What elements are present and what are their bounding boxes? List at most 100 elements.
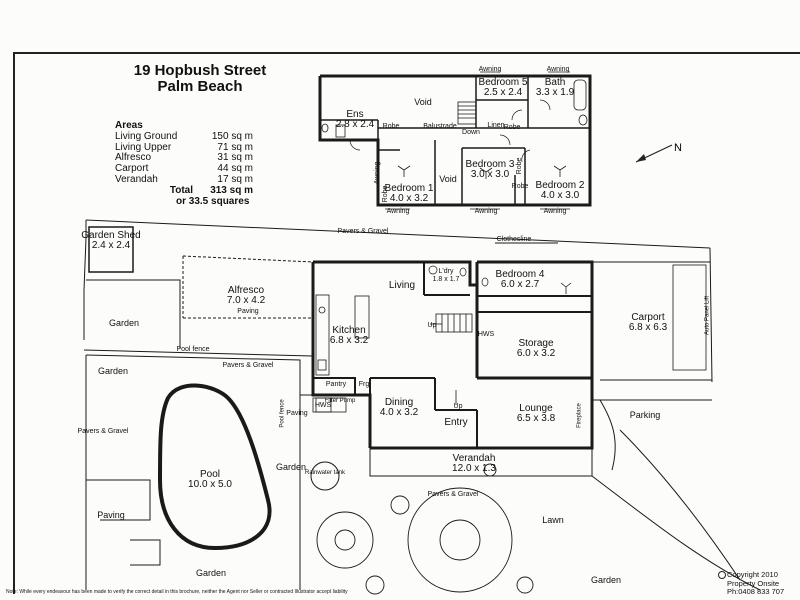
pavers-gravel-label: Pavers & Gravel [427, 491, 479, 498]
auto-panel-lift-label: Auto Panel Lift [704, 295, 711, 336]
up-label: Up [427, 322, 437, 329]
area-value: 71 sq m [217, 141, 253, 153]
garden-label: Garden [195, 568, 227, 578]
living-label: Living [388, 280, 416, 291]
alfresco-outline [182, 255, 314, 319]
areas-heading: Areas [115, 120, 143, 131]
robe-label: Robe [382, 123, 400, 130]
address-street: 19 Hopbush Street [133, 62, 267, 79]
garden-label: Garden [275, 462, 307, 472]
copyright-block: Copyright 2010 Property Onsite Ph:0408 8… [727, 570, 784, 597]
kitchen-bench [315, 294, 370, 376]
rainwater-tank-label: Rainwater tank [304, 470, 346, 476]
property-boundary [83, 219, 713, 383]
house-inner-walls [313, 262, 592, 448]
rainwater-tank [310, 461, 340, 491]
upper-floor-inner-walls [320, 76, 590, 205]
linen-label: Linen [487, 122, 505, 129]
company-name: Property Onsite [727, 578, 780, 588]
ceiling-fans-upper [397, 165, 567, 179]
areas-row: Living Upper 71 sq m [115, 141, 253, 154]
page-border [13, 52, 800, 594]
garden-shed-outline [88, 226, 134, 273]
upper-stair [457, 101, 477, 125]
paving-label: Paving [286, 410, 308, 417]
area-name: Living Ground [115, 130, 178, 142]
awning-label: Awning [543, 208, 567, 215]
down-label: Down [462, 129, 480, 136]
paving-label: Paving [97, 510, 125, 520]
copyright-icon [718, 571, 726, 579]
pavers-gravel-label: Pavers & Gravel [77, 428, 129, 435]
area-name: Living Upper [115, 141, 172, 153]
north-arrow-icon: N [635, 142, 682, 163]
copyright-text: Copyright 2010 [727, 570, 778, 579]
trees [316, 463, 534, 595]
robe-label: Robe [516, 157, 523, 175]
total-value: 313 sq m [210, 184, 253, 196]
lawn-label: Lawn [542, 515, 564, 525]
verandah-outline [369, 447, 593, 477]
hws-label: HWS [314, 402, 332, 409]
robe-label: Robe [511, 183, 529, 190]
north-label: N [674, 142, 682, 154]
bath-fixtures [321, 79, 588, 138]
ceiling-fan-bedroom4 [560, 282, 572, 294]
void-label: Void [439, 174, 457, 184]
carport-outline [592, 261, 710, 371]
garden-beds [86, 279, 181, 566]
driveway-lines [591, 399, 761, 591]
pool-shape [157, 383, 272, 551]
hws-box [312, 397, 332, 413]
awning-label: Awning [546, 66, 570, 73]
address-suburb: Palm Beach [157, 78, 243, 95]
disclaimer-note: Note: While every endeavour has been mad… [6, 589, 348, 595]
entry-label: Entry [444, 417, 468, 428]
clothesline-label: Clothesline [496, 236, 532, 243]
pool-fence-label: Pool fence [176, 346, 210, 353]
area-value: 44 sq m [217, 163, 253, 175]
pool-fence [83, 349, 313, 590]
fridge-label: Frg [358, 381, 370, 388]
upper-doors [349, 99, 551, 163]
awning-label: Awning [374, 161, 381, 185]
area-value: 31 sq m [217, 152, 253, 164]
parking-label: Parking [629, 410, 661, 420]
pavers-gravel-label: Pavers & Gravel [222, 362, 274, 369]
up-label: Up [453, 403, 463, 410]
robe-label: Robe [503, 124, 521, 131]
garden-label: Garden [97, 366, 129, 376]
areas-squares-row: or 33.5 squares [115, 196, 253, 208]
fireplace-label: Fireplace [576, 403, 583, 428]
robe-label: Robe [382, 185, 389, 203]
upper-awnings [385, 71, 570, 210]
awning-label: Awning [386, 208, 410, 215]
pavers-gravel-label: Pavers & Gravel [337, 228, 389, 235]
ground-stair [430, 313, 473, 333]
balustrade-label: Balustrade [423, 123, 457, 130]
area-name: Verandah [115, 173, 158, 185]
garden-label: Garden [590, 575, 622, 585]
